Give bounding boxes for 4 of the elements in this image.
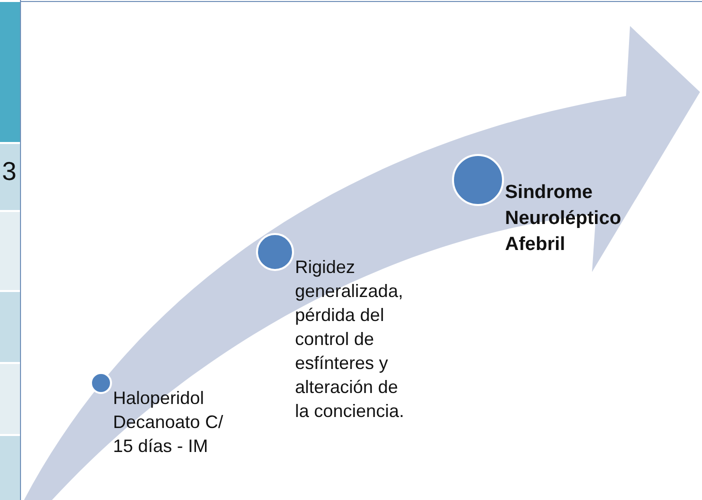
event-text: Haloperidol Decanoato C/ 15 días - IM [113,387,224,458]
event-text: Rigidez generalizada, pérdida del control de esfínteres y alteración de la conciencia. [295,256,406,423]
table-number: 3 [2,158,16,184]
event-text: Sindrome Neuroléptico Afebril [505,181,622,257]
